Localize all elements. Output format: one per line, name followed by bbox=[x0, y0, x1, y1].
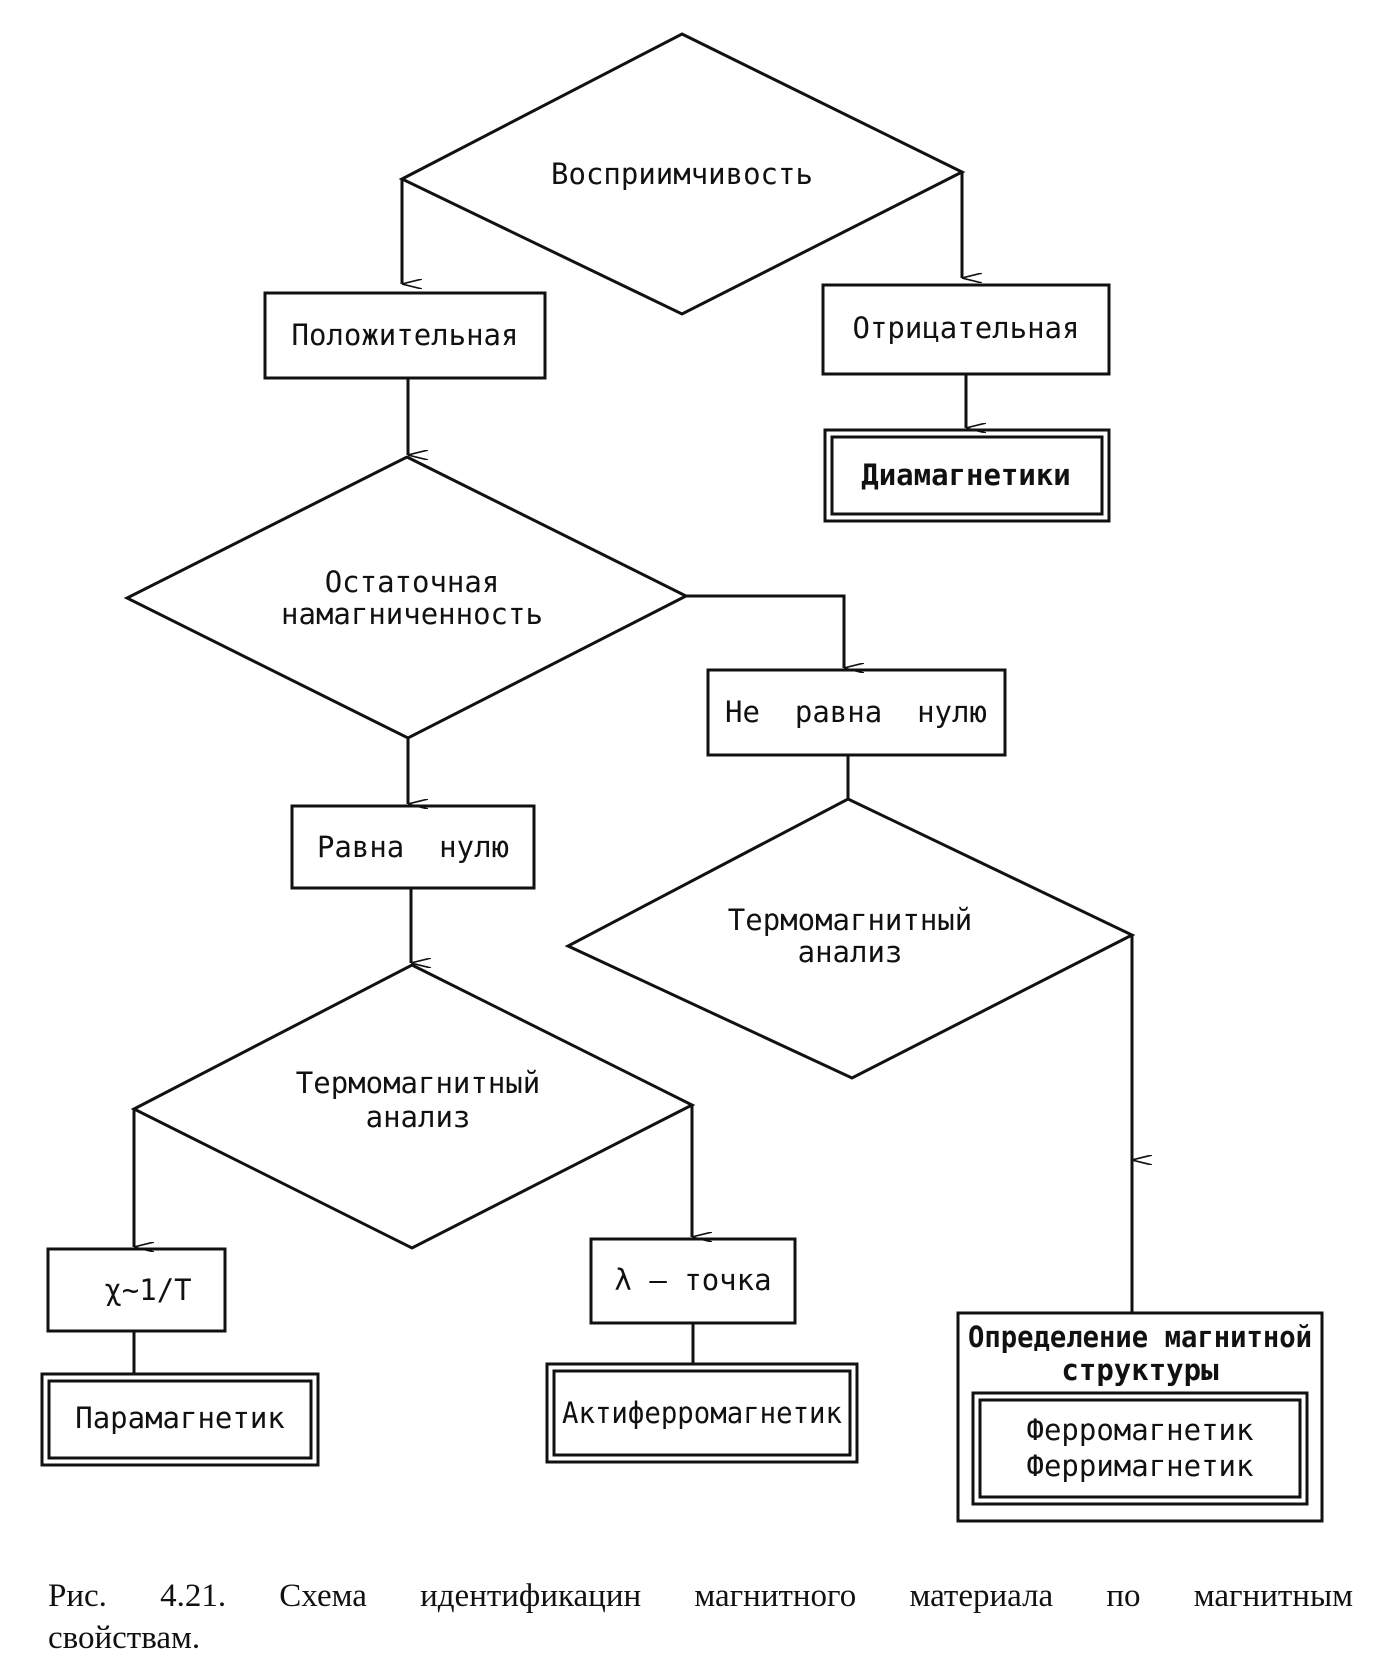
label-diamagnetics: Диамагнетики bbox=[861, 458, 1071, 492]
label-analysis-left-2: анализ bbox=[366, 1100, 471, 1134]
label-negative: Отрицательная bbox=[853, 311, 1080, 345]
label-ferromagnetic: Ферромагнетик bbox=[1027, 1413, 1255, 1447]
label-positive: Положительная bbox=[292, 318, 519, 352]
box-antiferro-inner bbox=[552, 1369, 852, 1457]
box-positive bbox=[263, 291, 547, 380]
diamond-thermomagnetic-left bbox=[130, 963, 696, 1250]
box-ferro-inner bbox=[978, 1398, 1302, 1499]
box-paramagnetic-outer bbox=[40, 1372, 320, 1467]
box-ferro-outer bbox=[971, 1391, 1309, 1506]
figure-caption-line-1: Рис. 4.21. Схема идентификацин магнитног… bbox=[48, 1578, 1353, 1614]
label-zero: Равна нулю bbox=[317, 830, 509, 864]
label-structure-1: Определение магнитной bbox=[968, 1320, 1312, 1354]
label-structure-2: структуры bbox=[1061, 1353, 1218, 1387]
figure-caption-line-2: свойствам. bbox=[48, 1620, 201, 1656]
diamond-thermomagnetic-right bbox=[564, 797, 1136, 1080]
label-analysis-left-1: Термомагнитный bbox=[296, 1066, 540, 1100]
label-paramagnetic: Парамагнетик bbox=[75, 1401, 285, 1435]
label-ferrimagnetic: Ферримагнетик bbox=[1027, 1449, 1255, 1483]
label-not-zero: Не равна нулю bbox=[725, 695, 987, 729]
box-antiferro-outer bbox=[545, 1362, 859, 1464]
diamond-susceptibility bbox=[398, 32, 966, 316]
label-susceptibility: Восприимчивость bbox=[551, 157, 813, 191]
label-chi: χ~1/T bbox=[104, 1273, 191, 1307]
box-paramagnetic-inner bbox=[47, 1379, 313, 1460]
label-remanence-2: намагниченность bbox=[281, 597, 543, 631]
label-analysis-right-2: анализ bbox=[798, 935, 903, 969]
arrow-to-not-zero bbox=[686, 594, 844, 668]
label-analysis-right-1: Термомагнитный bbox=[728, 903, 972, 937]
box-structure bbox=[956, 1311, 1324, 1523]
label-remanence-1: Остаточная bbox=[325, 565, 500, 599]
flowchart-canvas: Восприимчивость Положительная Отрицатель… bbox=[40, 32, 1324, 1523]
box-diamagnetics-inner bbox=[830, 435, 1104, 516]
label-antiferro: Актиферромагнетик bbox=[562, 1396, 843, 1430]
label-lambda: λ – точка bbox=[614, 1263, 771, 1297]
